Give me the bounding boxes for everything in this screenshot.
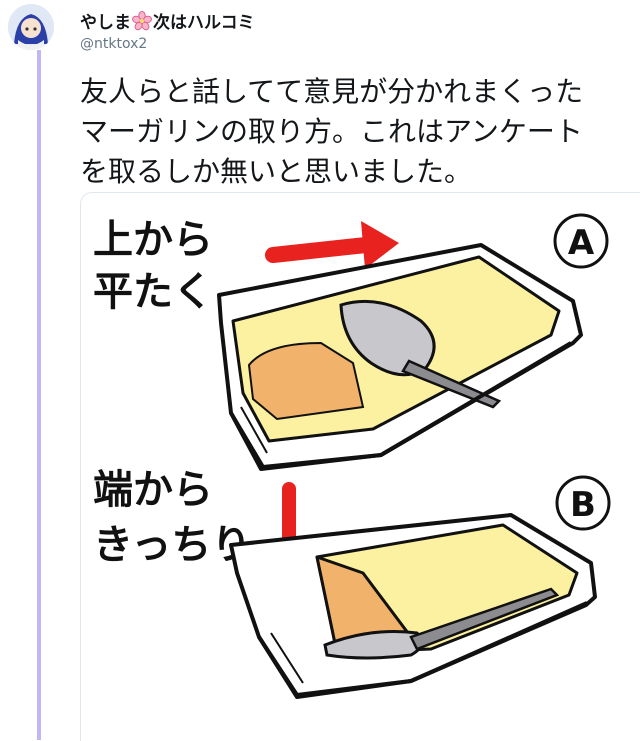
arrow-icon bbox=[265, 221, 399, 269]
panel-a-label-line2: 平たく bbox=[93, 269, 213, 315]
panel-a-label-line1: 上から bbox=[93, 217, 213, 263]
option-b-badge: B bbox=[555, 475, 611, 531]
tweet-text-line: マーガリンの取り方。これはアンケート bbox=[80, 115, 583, 148]
panel-b: 端から きっちり B bbox=[93, 467, 611, 699]
svg-text:B: B bbox=[570, 485, 596, 525]
tweet-media-image[interactable]: 上から 平たく A 端 bbox=[80, 192, 640, 741]
spoon-icon bbox=[339, 299, 502, 409]
tweet-text-line: を取るしか無いと思いました。 bbox=[80, 155, 473, 188]
thread-line bbox=[37, 50, 41, 740]
panel-b-label-line1: 端から bbox=[93, 467, 213, 513]
avatar[interactable] bbox=[8, 4, 54, 50]
sakura-icon bbox=[132, 10, 152, 31]
display-name-left: やしま bbox=[80, 13, 131, 33]
panel-a: 上から 平たく A bbox=[93, 213, 609, 471]
display-name-right: 次はハルコミ bbox=[153, 13, 255, 33]
display-name[interactable]: やしま 次はハルコミ bbox=[80, 8, 255, 33]
tweet-text: 友人らと話してて意見が分かれまくった マーガリンの取り方。これはアンケート を取… bbox=[80, 72, 628, 192]
option-a-badge: A bbox=[553, 213, 609, 269]
svg-text:A: A bbox=[568, 223, 595, 263]
panel-b-label-line2: きっちり bbox=[93, 522, 251, 568]
user-handle[interactable]: @ntktox2 bbox=[80, 36, 148, 52]
spoon-icon bbox=[323, 587, 560, 660]
tweet-text-line: 友人らと話してて意見が分かれまくった bbox=[80, 75, 584, 108]
